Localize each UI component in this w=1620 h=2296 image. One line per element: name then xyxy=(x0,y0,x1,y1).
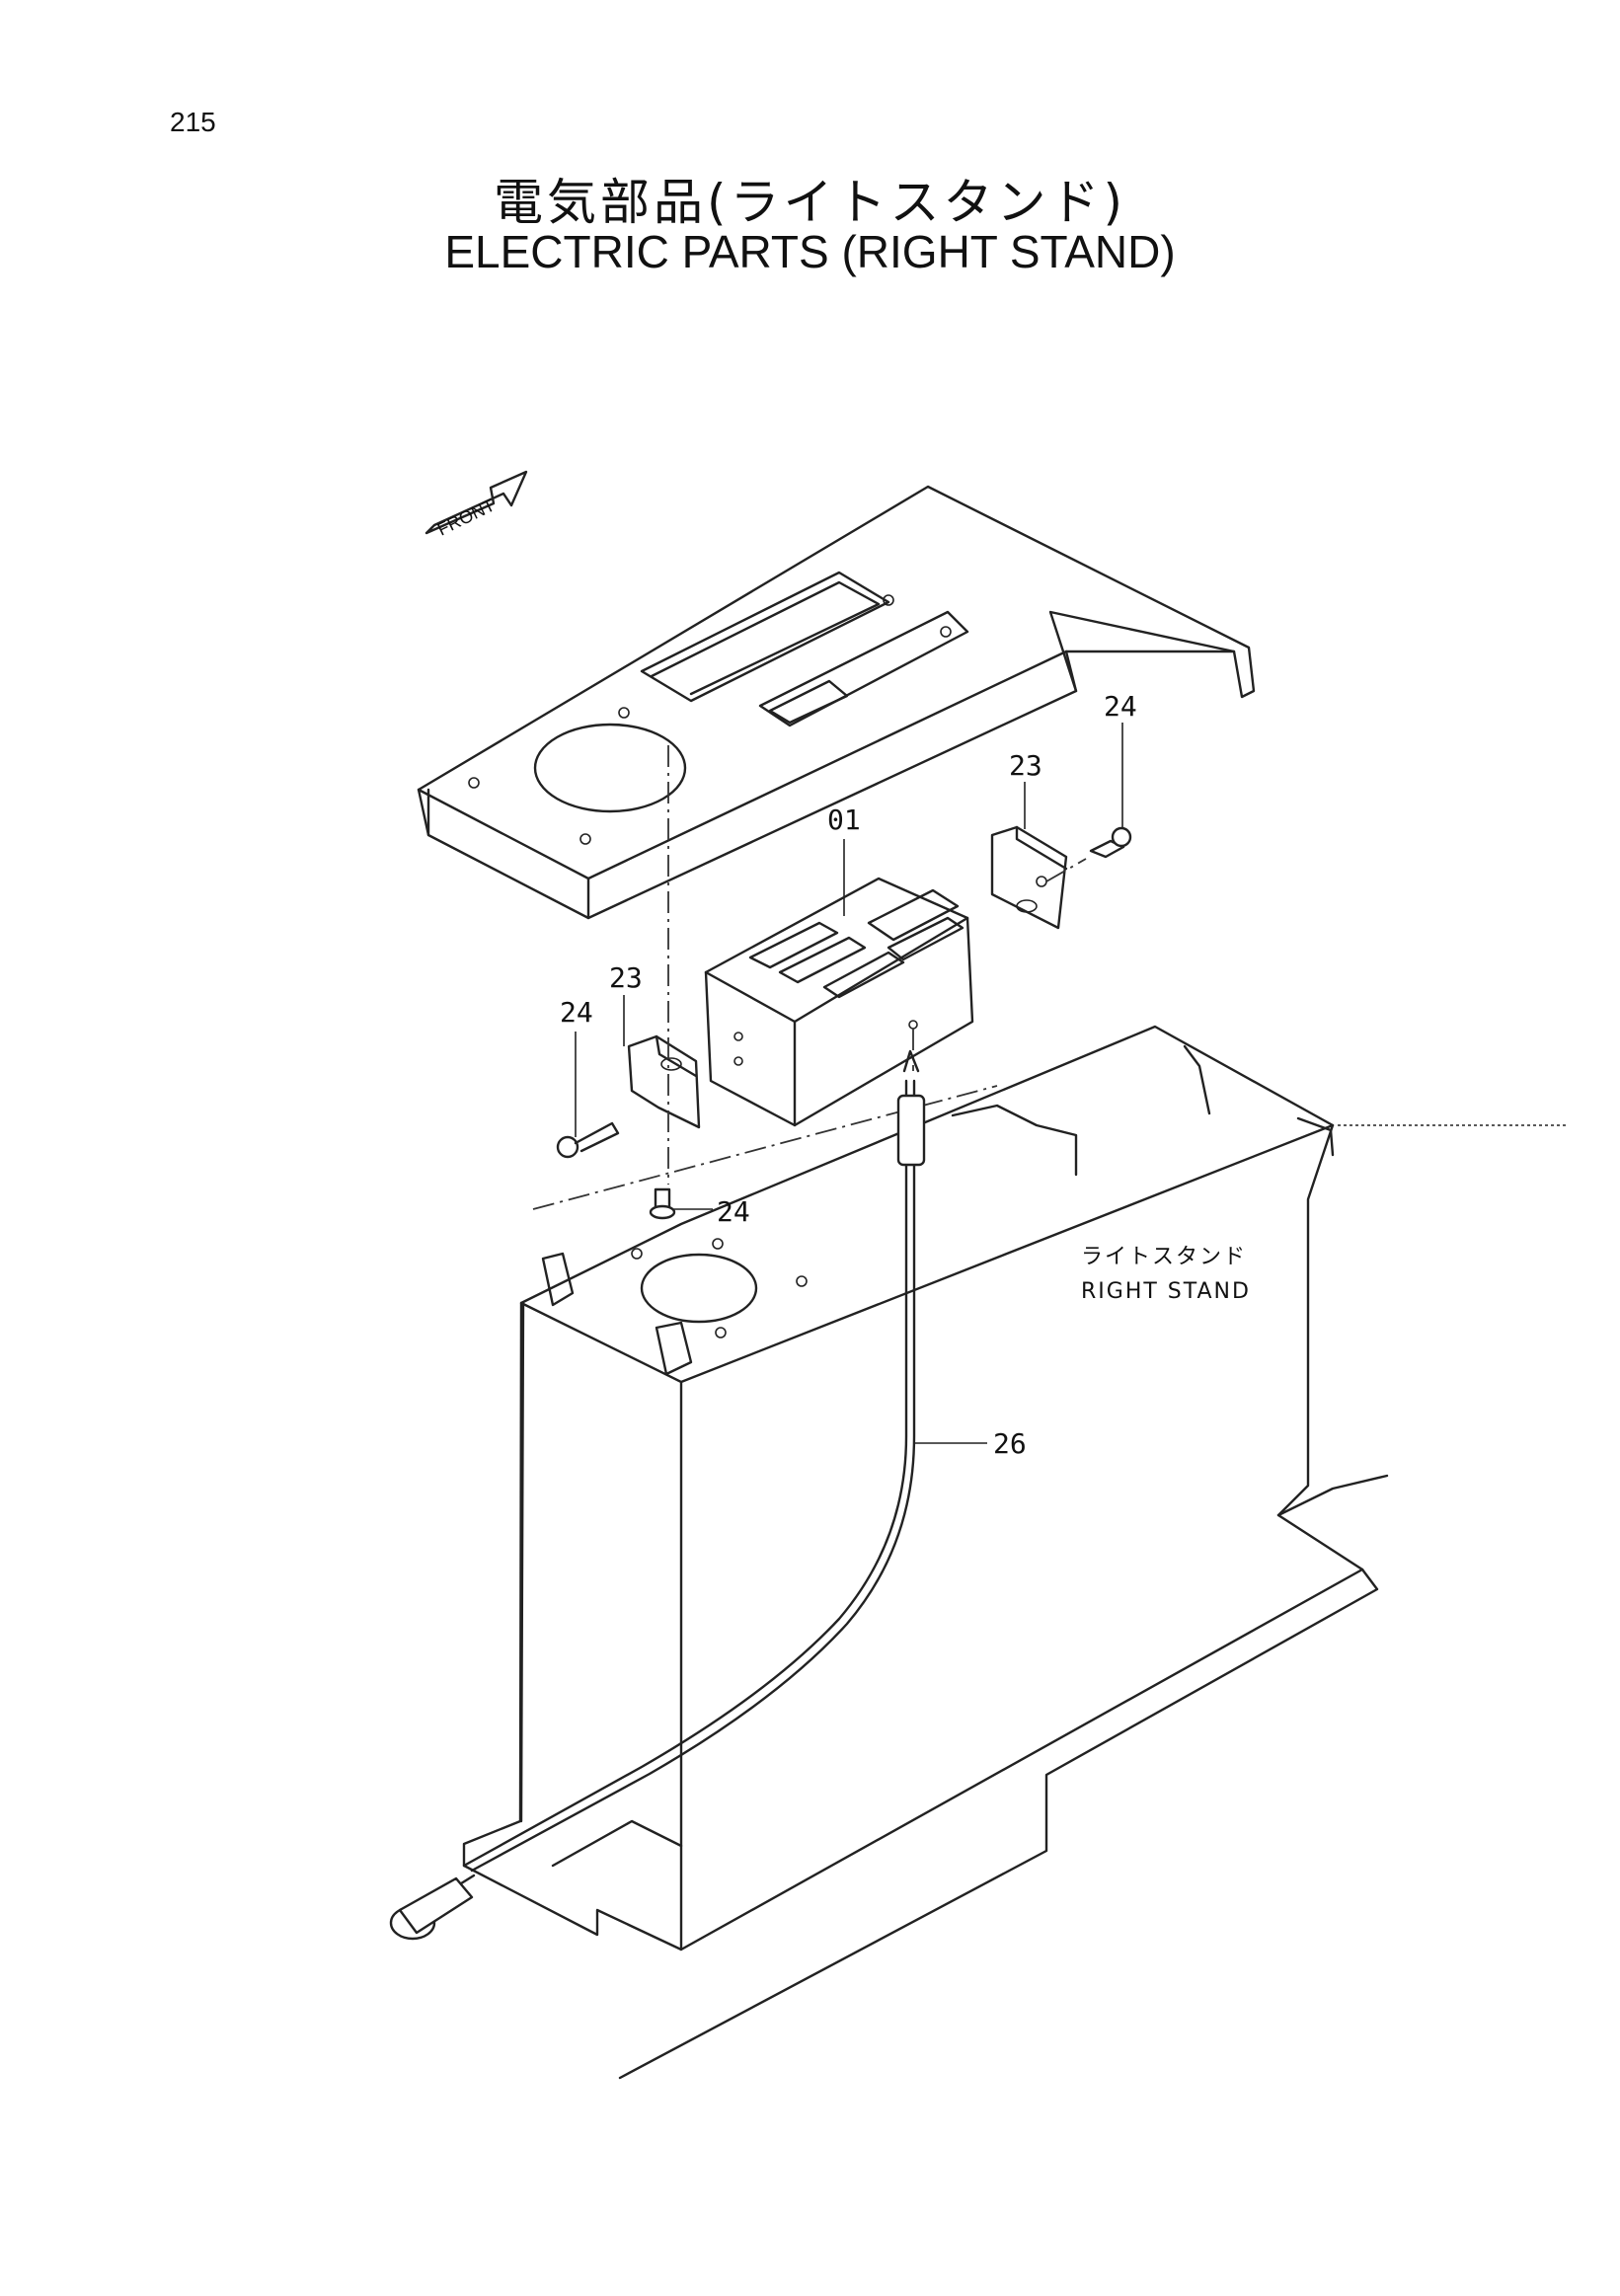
title-japanese: 電気部品(ライトスタンド) xyxy=(493,174,1126,231)
bolt-bottom xyxy=(649,1187,676,1220)
front-arrow-label: FRONT xyxy=(434,495,498,539)
top-cover-plate xyxy=(417,485,1256,920)
bracket-right xyxy=(990,825,1068,930)
cable-harness xyxy=(389,1049,926,1941)
callout-bolt-bottom: 24 xyxy=(717,1195,750,1228)
front-arrow: FRONT xyxy=(424,470,528,540)
callout-bolt-right: 24 xyxy=(1104,690,1137,723)
callout-cable: 26 xyxy=(993,1427,1027,1460)
bolt-right xyxy=(1045,826,1132,882)
stand-label-english: RIGHT STAND xyxy=(1081,1279,1251,1304)
right-stand-frame xyxy=(462,1025,1389,2080)
page-number: 215 xyxy=(170,107,216,137)
align-line-base xyxy=(532,1085,998,1210)
callout-bracket-left: 23 xyxy=(609,961,643,994)
electric-box xyxy=(704,877,974,1127)
bolt-left xyxy=(556,1121,620,1159)
callout-box: 01 xyxy=(827,804,861,836)
title-english: ELECTRIC PARTS (RIGHT STAND) xyxy=(444,226,1176,277)
callout-bracket-right: 23 xyxy=(1009,749,1042,782)
bracket-left xyxy=(627,1034,701,1129)
callout-bolt-left: 24 xyxy=(560,996,593,1029)
stand-label-japanese: ライトスタンド xyxy=(1081,1245,1247,1269)
